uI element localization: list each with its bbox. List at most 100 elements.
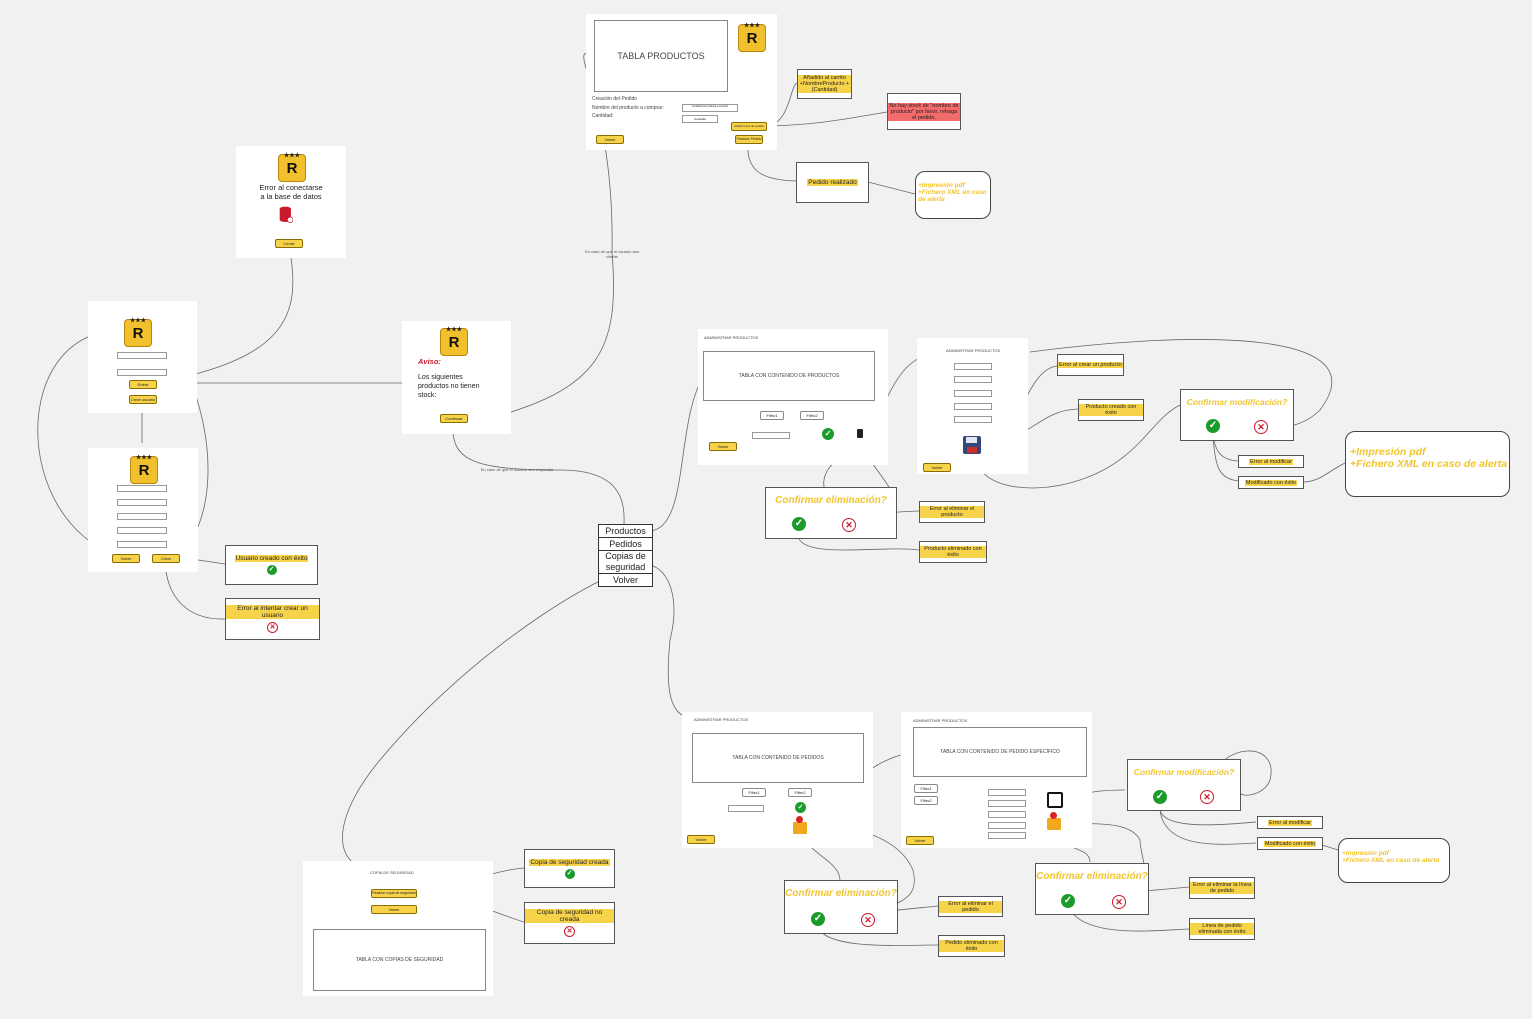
- confirm-delete-order-title: Confirmar eliminación?: [785, 888, 897, 899]
- admin-orders-back-button[interactable]: Volver: [687, 835, 715, 844]
- filter1-button[interactable]: Filtro1: [914, 784, 938, 793]
- search-field[interactable]: [752, 432, 790, 439]
- check-icon[interactable]: ✓: [822, 428, 834, 440]
- confirm-delete-line-title: Confirmar eliminación?: [1036, 871, 1148, 882]
- check-icon[interactable]: ✓: [795, 802, 806, 813]
- main-menu: Productos Pedidos Copias de seguridad Vo…: [598, 524, 653, 587]
- admin-orders-panel: ADMINISTRAR PRODUCTOS TABLA CON CONTENID…: [682, 712, 873, 848]
- product-export-note: +Impresión pdf +Fichero XML en caso de a…: [1345, 431, 1510, 497]
- edge-label-client: En caso de que el usuario sea cliente: [585, 249, 639, 259]
- product-field[interactable]: [954, 363, 992, 370]
- finish-order-button[interactable]: Finalizar Pedido: [735, 135, 763, 144]
- confirm-modify-title: Confirmar modificación?: [1186, 397, 1288, 407]
- confirm-delete-order: Confirmar eliminación? ✓ ✕: [784, 880, 898, 934]
- product-create-ok: Producto creado con éxito: [1078, 399, 1144, 421]
- register-button[interactable]: Crear usuario: [129, 395, 157, 404]
- line-modify-ok: Modificado con éxito: [1257, 837, 1323, 850]
- register-field[interactable]: [117, 499, 167, 506]
- cross-icon[interactable]: ✕: [1254, 420, 1268, 434]
- check-icon[interactable]: ✓: [1153, 790, 1167, 804]
- filter2-button[interactable]: Filtro2: [800, 411, 824, 420]
- password-field[interactable]: [117, 369, 167, 376]
- product-name-input[interactable]: Cantidad del producto a comprar: [682, 104, 738, 112]
- box-stop-icon[interactable]: [1047, 812, 1061, 830]
- product-form-back-button[interactable]: Volver: [923, 463, 951, 472]
- trash-icon[interactable]: [857, 429, 863, 438]
- filter2-button[interactable]: Filtro2: [914, 796, 938, 805]
- order-detail-back-button[interactable]: Volver: [906, 836, 934, 845]
- floppy-disk-icon[interactable]: [963, 436, 981, 454]
- product-field[interactable]: [954, 390, 992, 397]
- order-heading: Creación del Pedido: [592, 96, 638, 102]
- menu-item-back[interactable]: Volver: [612, 575, 638, 585]
- edit-icon[interactable]: [1047, 792, 1063, 808]
- login-button[interactable]: Entrar: [129, 380, 157, 389]
- no-stock-text: No hay stock de "nombre de producto" por…: [888, 102, 960, 121]
- product-delete-ok-text: Producto eliminado con éxito: [920, 546, 986, 558]
- line-delete-error: Error al eliminar la línea de pedido: [1189, 877, 1255, 899]
- products-table: TABLA PRODUCTOS: [594, 20, 728, 92]
- product-field[interactable]: [954, 403, 992, 410]
- menu-item-products[interactable]: Productos: [599, 525, 652, 538]
- check-icon: ✓: [266, 565, 277, 575]
- product-modify-error: Error al modificar: [1238, 455, 1304, 468]
- confirm-modify-line: Confirmar modificación? ✓ ✕: [1127, 759, 1241, 811]
- register-field[interactable]: [117, 485, 167, 492]
- product-form-title: ADMINISTRAR PRODUCTOS: [946, 348, 1001, 353]
- cross-icon[interactable]: ✕: [1200, 790, 1214, 804]
- add-line-button[interactable]: Añadir línea de pedido: [731, 122, 767, 131]
- line-field[interactable]: [988, 811, 1026, 818]
- filter1-button[interactable]: Filtro1: [760, 411, 784, 420]
- product-field[interactable]: [954, 416, 992, 423]
- username-field[interactable]: [117, 352, 167, 359]
- close-button[interactable]: Cerrar: [275, 239, 303, 248]
- continue-button[interactable]: Continuar: [440, 414, 468, 423]
- register-back-button[interactable]: Volver: [112, 554, 140, 563]
- search-field[interactable]: [728, 805, 764, 812]
- admin-products-back-button[interactable]: Volver: [709, 442, 737, 451]
- register-create-button[interactable]: Crear: [152, 554, 180, 563]
- cross-icon[interactable]: ✕: [842, 518, 856, 532]
- added-to-cart-message: Añadido al carrito +NombreProducto + (Ca…: [797, 69, 852, 99]
- backup-back-button[interactable]: Volver: [371, 905, 417, 914]
- order-detail-table: TABLA CON CONTENIDO DE PEDIDO ESPECÍFICO: [913, 727, 1087, 777]
- products-table: TABLA CON CONTENIDO DE PRODUCTOS: [703, 351, 875, 401]
- confirm-delete-line: Confirmar eliminación? ✓ ✕: [1035, 863, 1149, 915]
- product-modify-ok: Modificado con éxito: [1238, 476, 1304, 489]
- line-field[interactable]: [988, 822, 1026, 829]
- confirm-modify-product: Confirmar modificación? ✓ ✕: [1180, 389, 1294, 441]
- product-delete-ok: Producto eliminado con éxito: [919, 541, 987, 563]
- menu-item-backups[interactable]: Copias de seguridad: [599, 551, 652, 574]
- line-field[interactable]: [988, 789, 1026, 796]
- cross-icon[interactable]: ✕: [1112, 895, 1126, 909]
- cross-icon[interactable]: ✕: [861, 913, 875, 927]
- menu-item-orders[interactable]: Pedidos: [599, 538, 652, 551]
- product-form-panel: ADMINISTRAR PRODUCTOS Volver: [917, 338, 1028, 474]
- register-panel: R Volver Crear: [88, 448, 198, 572]
- backup-error-text: Copia de seguridad no creada: [525, 909, 614, 923]
- order-delete-ok-text: Pedido eliminado con éxito: [939, 940, 1004, 952]
- order-back-button[interactable]: Volver: [596, 135, 624, 144]
- register-field[interactable]: [117, 513, 167, 520]
- check-icon[interactable]: ✓: [1061, 894, 1075, 908]
- warning-title: Aviso:: [418, 357, 441, 366]
- line-field[interactable]: [988, 832, 1026, 839]
- quantity-input[interactable]: Cantidad: [682, 115, 718, 123]
- product-modify-error-text: Error al modificar: [1249, 458, 1293, 465]
- order-delete-error-text: Error al eliminar el pedido: [939, 900, 1002, 913]
- product-field[interactable]: [954, 376, 992, 383]
- order-detail-title: ADMINISTRAR PRODUCTOS: [913, 718, 968, 723]
- register-field[interactable]: [117, 541, 167, 548]
- login-panel: R · Entrar Crear usuario: [88, 301, 197, 413]
- filter1-button[interactable]: Filtro1: [742, 788, 766, 797]
- check-icon[interactable]: ✓: [811, 912, 825, 926]
- check-icon[interactable]: ✓: [792, 517, 806, 531]
- box-stop-icon[interactable]: [793, 816, 807, 834]
- make-backup-button[interactable]: Realizar copia de seguridad: [371, 889, 417, 898]
- check-icon[interactable]: ✓: [1206, 419, 1220, 433]
- product-create-ok-text: Producto creado con éxito: [1079, 404, 1143, 416]
- quantity-label: Cantidad:: [592, 113, 614, 119]
- line-field[interactable]: [988, 800, 1026, 807]
- register-field[interactable]: [117, 527, 167, 534]
- filter2-button[interactable]: Filtro2: [788, 788, 812, 797]
